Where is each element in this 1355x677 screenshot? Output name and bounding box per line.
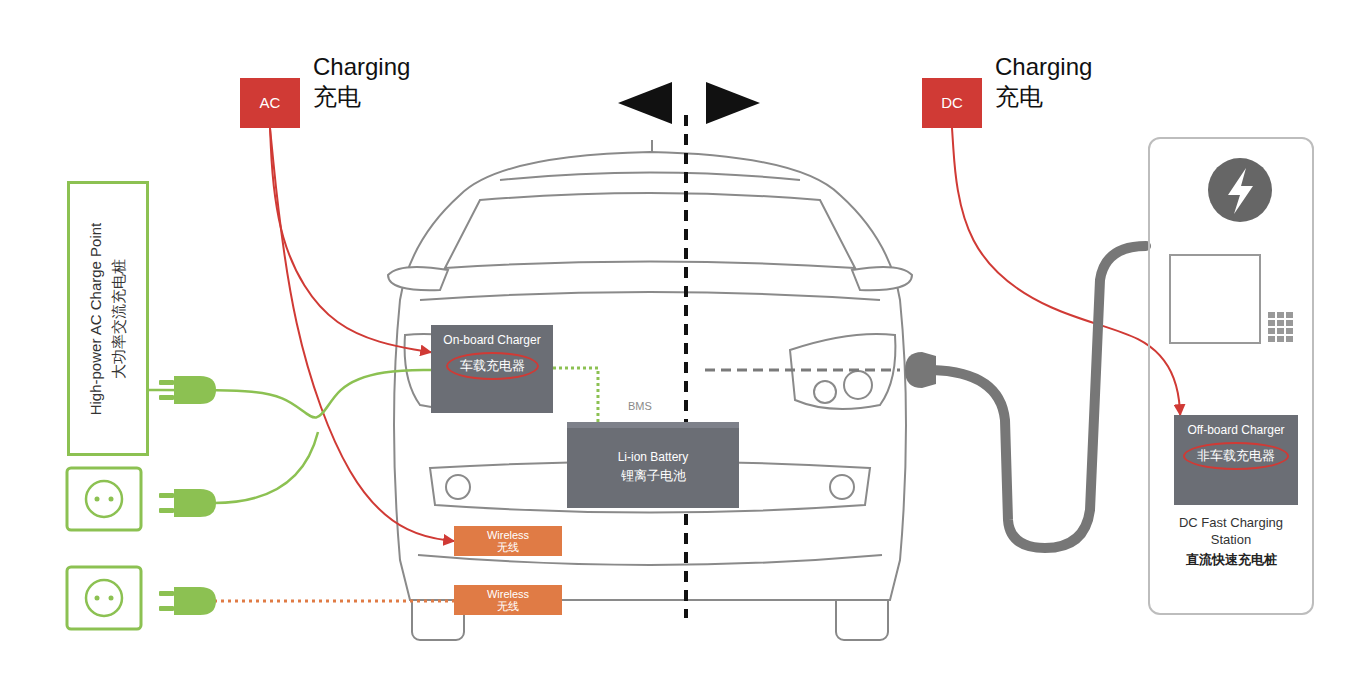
car-body-part <box>445 193 855 268</box>
offboard-charger-box-subtitle: 非车载充电器 <box>1197 447 1275 465</box>
socket-hole-part <box>95 497 100 502</box>
connector <box>952 128 1180 415</box>
dc-charging-tag: DCCharging 充电 <box>922 78 982 128</box>
direction-arrow-part <box>706 82 760 124</box>
station-keypad-part <box>1268 312 1275 318</box>
car-body-part <box>852 267 912 290</box>
station-keypad-part <box>1268 328 1275 334</box>
station-keypad-part <box>1277 328 1284 334</box>
station-keypad-part <box>1286 336 1293 342</box>
battery-box-title: Li-ion Battery <box>618 450 689 464</box>
dc-station-subtitle: 直流快速充电桩 <box>1150 551 1312 569</box>
wall-socket-part <box>86 580 122 616</box>
power-plug-part <box>159 376 216 404</box>
dc-connector-part <box>905 352 936 388</box>
offboard-charger-box-title: Off-board Charger <box>1187 423 1284 437</box>
dc-connector <box>905 352 936 388</box>
car-body-part <box>500 173 800 181</box>
wireless-pad: Wireless无线 <box>454 585 562 615</box>
ac-charge-point-title: High-power AC Charge Point <box>87 184 104 454</box>
station-keypad-part <box>1268 320 1275 326</box>
ac-charge-point: High-power AC Charge Point 大功率交流充电桩 <box>67 181 149 456</box>
socket-hole-part <box>95 596 100 601</box>
connector <box>270 128 431 352</box>
bus-label: BMS <box>628 400 652 412</box>
socket-hole-part <box>109 497 114 502</box>
car-body-part <box>388 267 448 290</box>
wireless-pad-title: Wireless <box>487 529 529 541</box>
wireless-line-part <box>214 600 454 603</box>
wireless-pad-subtitle: 无线 <box>497 541 519 553</box>
wireless-line <box>214 600 454 603</box>
wireless-pad: Wireless无线 <box>454 526 562 556</box>
wireless-pad-subtitle: 无线 <box>497 600 519 612</box>
dc-charging-tag-title: DC <box>922 78 982 128</box>
socket-hole-part <box>109 596 114 601</box>
station-keypad-part <box>1286 328 1293 334</box>
ac-cable-part <box>214 432 318 503</box>
car-body-part <box>394 152 906 600</box>
wall-socket-part <box>86 481 122 517</box>
socket-hole <box>95 497 114 601</box>
connector <box>270 128 454 541</box>
station-keypad-part <box>1268 336 1275 342</box>
dc-cable-part <box>932 246 1146 548</box>
battery-box-subtitle: 锂离子电池 <box>621 467 686 485</box>
connector <box>149 370 431 418</box>
onboard-charger-box-subtitle: 车载充电器 <box>460 357 525 375</box>
onboard-charger-box: On-board Charger 车载充电器 <box>431 325 553 413</box>
dc-cable <box>932 246 1146 548</box>
battery-box: Li-ion Battery 锂离子电池 <box>567 422 739 508</box>
dc-charging-tag-subtitle: Charging 充电 <box>995 52 1107 112</box>
station-icon <box>1170 158 1272 343</box>
station-keypad-part <box>1277 312 1284 318</box>
data-line-part <box>705 369 900 372</box>
ac-cable <box>214 432 318 503</box>
wall-socket-part <box>67 468 141 530</box>
car-grille-part <box>446 475 470 499</box>
center-divider <box>684 115 688 618</box>
station-keypad <box>1268 312 1293 342</box>
station-icon-part <box>1170 255 1260 343</box>
ac-charging-tag-subtitle: Charging 充电 <box>313 52 425 112</box>
car-grille-part <box>830 475 854 499</box>
car-grille <box>418 462 882 566</box>
car-headlight-part <box>814 381 836 403</box>
direction-arrow-part <box>618 82 672 124</box>
car-headlight-part <box>844 371 872 399</box>
car-grille-part <box>418 555 882 565</box>
ac-charge-point-subtitle: 大功率交流充电桩 <box>110 184 129 454</box>
car-body <box>388 140 912 600</box>
power-plug <box>159 376 216 615</box>
station-icon-part <box>1228 168 1253 214</box>
station-caption: DC Fast Charging Station 直流快速充电桩 <box>1150 515 1312 569</box>
data-line <box>705 369 900 372</box>
onboard-charger-box-title: On-board Charger <box>443 333 540 347</box>
ac-charging-tag: ACCharging 充电 <box>240 78 300 128</box>
direction-arrow <box>618 82 760 124</box>
ac-charging-tag-title: AC <box>240 78 300 128</box>
dc-station-title: DC Fast Charging Station <box>1166 515 1296 549</box>
center-divider-part <box>684 115 688 618</box>
rotated-label: High-power AC Charge Point 大功率交流充电桩 <box>70 184 146 454</box>
station-keypad-part <box>1286 312 1293 318</box>
wireless-pad-title: Wireless <box>487 588 529 600</box>
station-keypad-part <box>1286 320 1293 326</box>
station-icon-part <box>1208 158 1272 222</box>
dc-station: DC Fast Charging Station 直流快速充电桩 Off-board… <box>1148 137 1314 615</box>
connector <box>553 368 598 422</box>
power-plug-part <box>159 587 216 615</box>
power-plug-part <box>159 489 216 517</box>
offboard-charger-box: Off-board Charger 非车载充电器 <box>1174 415 1298 505</box>
station-keypad-part <box>1277 320 1284 326</box>
wall-socket <box>67 468 141 629</box>
car-body-part <box>420 292 880 300</box>
wall-socket-part <box>67 567 141 629</box>
station-keypad-part <box>1277 336 1284 342</box>
